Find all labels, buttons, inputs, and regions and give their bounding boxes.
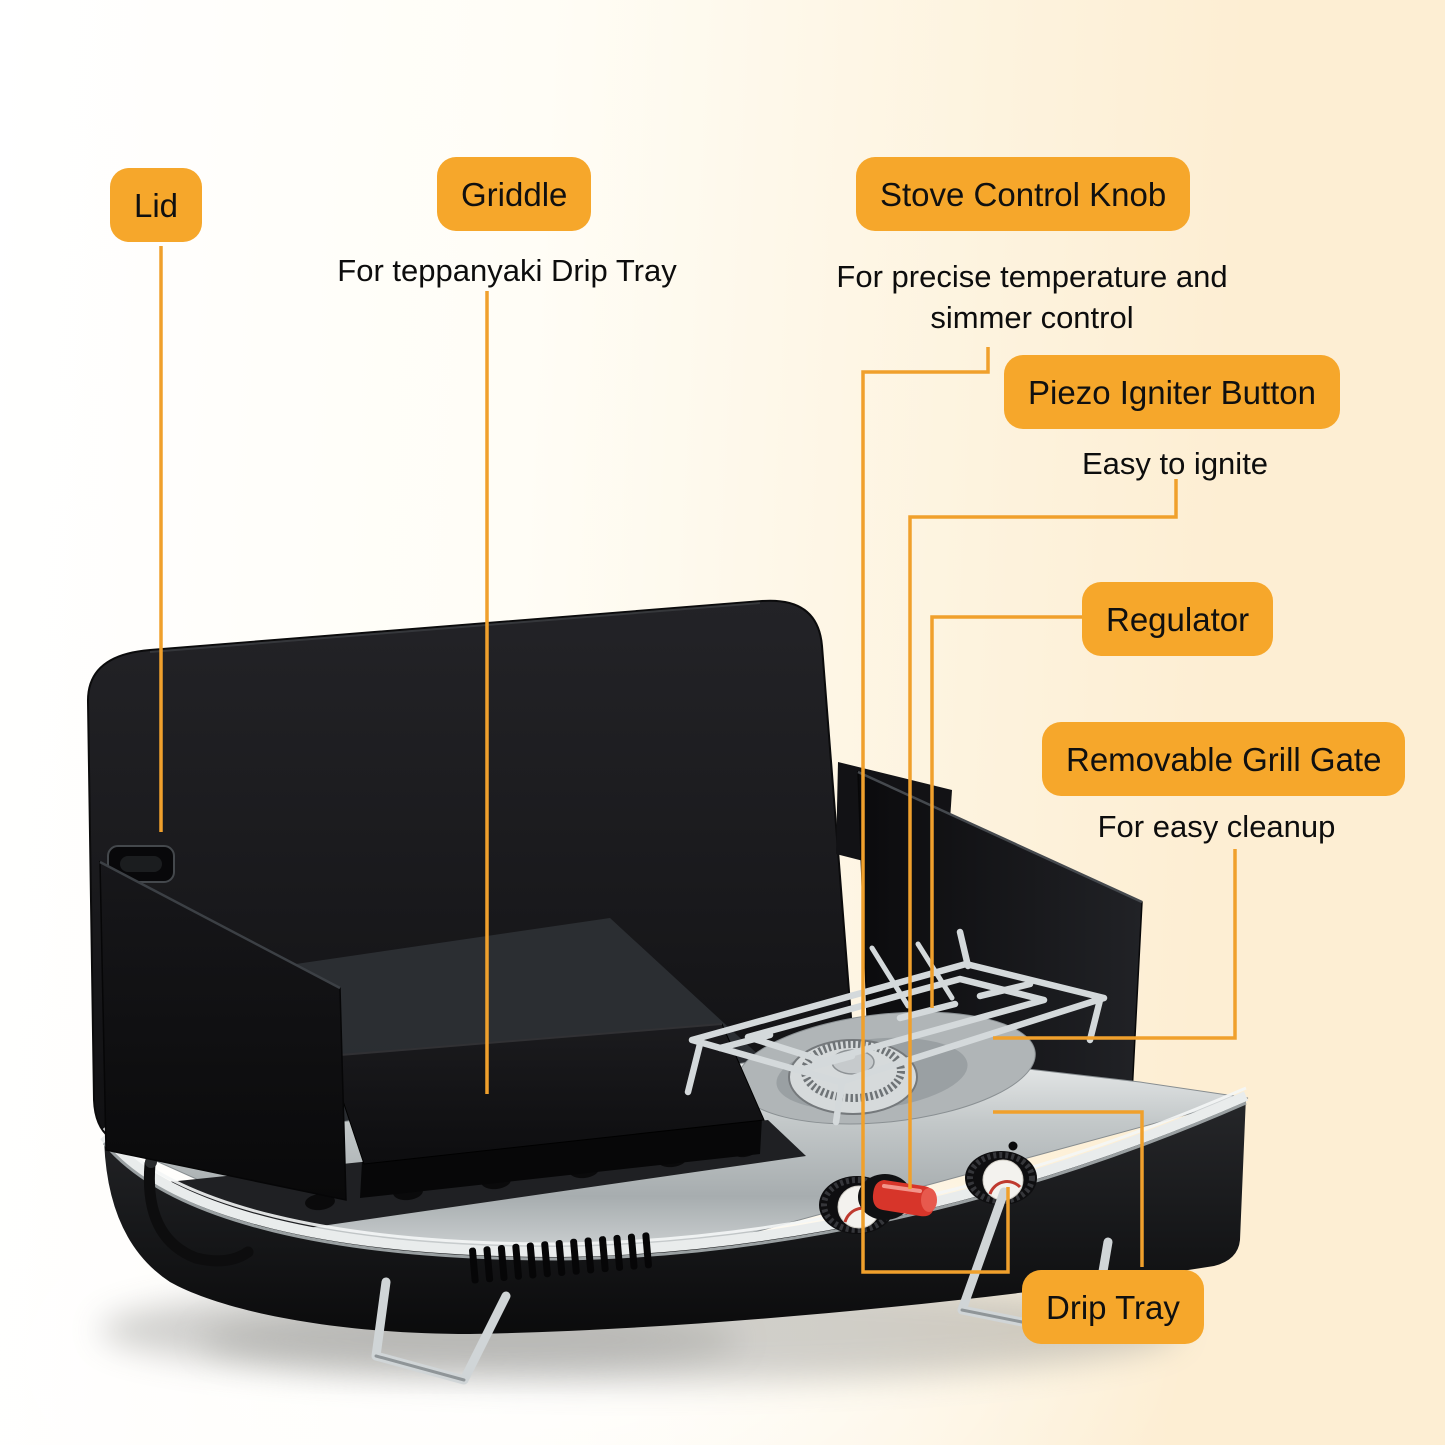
left-wind-shield bbox=[99, 860, 347, 1201]
piezo-igniter-button bbox=[858, 1174, 937, 1220]
line-drip-tray bbox=[993, 1110, 1144, 1267]
label-piezo-igniter-button: Piezo Igniter Button bbox=[1004, 355, 1341, 429]
label-griddle: Griddle bbox=[437, 157, 592, 231]
vent-slots bbox=[469, 1232, 652, 1284]
line-regulator bbox=[930, 615, 1082, 1008]
griddle-plate bbox=[327, 1023, 765, 1198]
line-grill-gate bbox=[993, 849, 1237, 1040]
sublabel-piezo-igniter-button: Easy to ignite bbox=[1081, 446, 1269, 481]
label-drip-tray: Drip Tray bbox=[1022, 1270, 1204, 1344]
label-stove-control-knob: Stove Control Knob bbox=[856, 157, 1191, 231]
sublabel-removable-grill-gate: For easy cleanup bbox=[1097, 809, 1336, 844]
label-regulator: Regulator bbox=[1082, 582, 1274, 656]
label-removable-grill-gate: Removable Grill Gate bbox=[1042, 722, 1406, 796]
callout-lines bbox=[159, 246, 1237, 1274]
label-lid: Lid bbox=[110, 168, 203, 242]
line-stove-control bbox=[861, 347, 1010, 1274]
sublabel-stove-control-knob: For precise temperature and simmer contr… bbox=[836, 259, 1228, 336]
sublabel-griddle: For teppanyaki Drip Tray bbox=[337, 253, 677, 288]
grill-gate bbox=[684, 928, 1108, 1126]
line-piezo bbox=[908, 479, 1178, 1189]
